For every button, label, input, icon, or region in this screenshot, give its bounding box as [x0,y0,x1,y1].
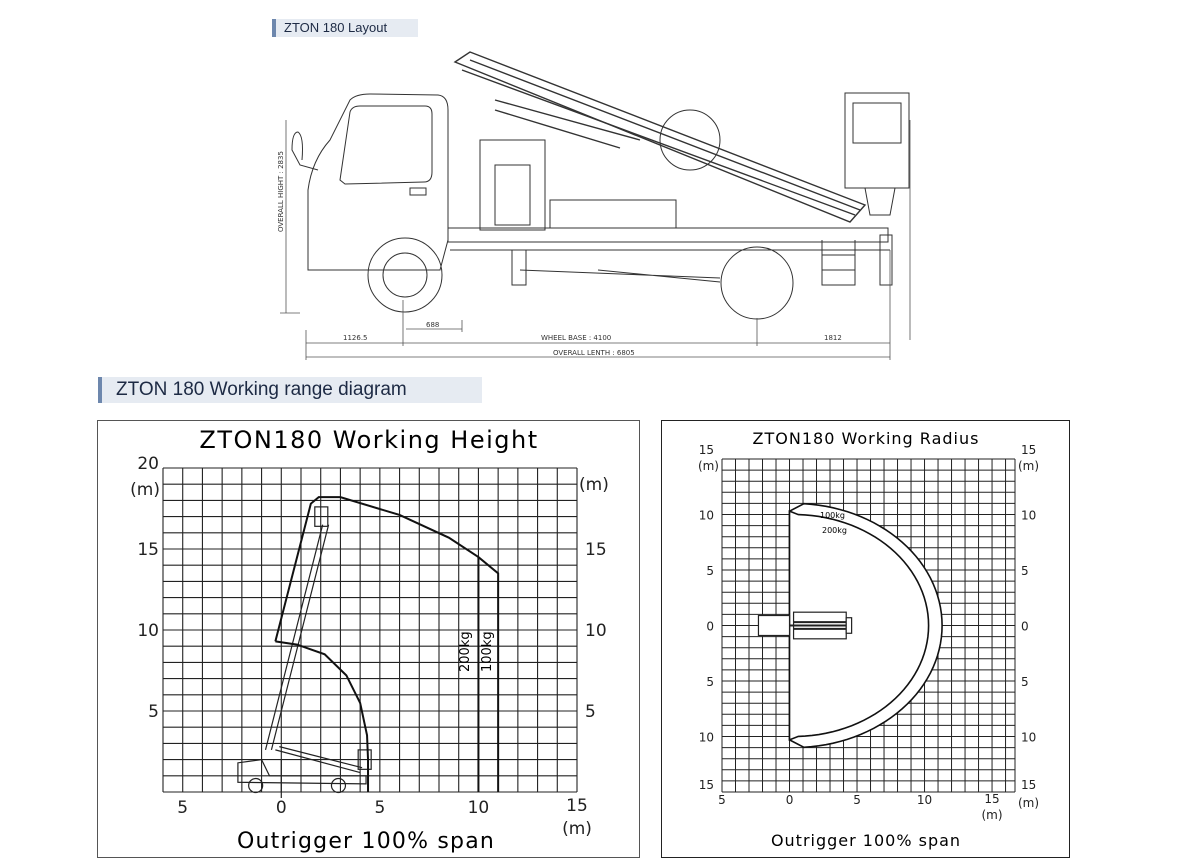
x-tick-label: 5 [853,793,861,807]
y-unit-label-left: (m) [130,480,160,500]
truck-layout-drawing: OVERALL HIGHT : 2835 1126.5 688 WHEEL BA… [277,51,911,360]
basket-mount [864,187,896,216]
raised-basket [314,506,329,527]
radius-label-100kg: 100kg [820,511,845,520]
height-grid [162,467,578,793]
truck-cab-top [757,614,791,637]
height-chart-title: ZTON180 Working Height [199,426,538,454]
front-wheel [367,237,443,313]
y-tick-label-right: 10 [1021,731,1036,745]
height-envelope [274,496,500,792]
height-ticks: 5 0 5 10 15 (m) 20 15 10 5 (m) 15 10 5 (m) [130,454,609,839]
front-outrigger [511,249,527,286]
y-tick-label-right: 0 [1021,620,1029,634]
envelope-inner-limit [275,640,370,792]
x-tick-label: 0 [276,798,287,818]
truck-body [237,758,367,785]
raised-boom [264,524,330,751]
truck-wheel [330,777,347,794]
radius-chart-title: ZTON180 Working Radius [753,429,980,448]
y-unit-label-right: (m) [1018,459,1039,473]
x-tick-label: 5 [374,798,385,818]
y-tick-label-right: 15 [1021,778,1036,792]
rear-outrigger [879,234,893,286]
overall-height-dim: OVERALL HIGHT : 2835 [277,151,285,232]
x-tick-label: 5 [177,798,188,818]
y-tick-label-left: 5 [706,564,714,578]
y-tick-label-left: 0 [706,620,714,634]
y-tick-label-left: 5 [148,702,159,722]
y-tick-label-left: 10 [137,621,159,641]
height-chart-xlabel: Outrigger 100% span [237,829,495,854]
rear-overhang-dim: 1812 [824,334,842,342]
y-tick-label-right: 15 [1021,443,1036,457]
turret-base [494,164,531,226]
boom-top [789,621,847,630]
x-tick-label: 0 [786,793,794,807]
y-unit-label-right: (m) [1018,796,1039,810]
overall-length-dim: OVERALL LENTH : 6805 [553,349,635,357]
y-tick-label-right: 10 [1021,509,1036,523]
working-radius-panel [661,420,1070,858]
x-unit-label: (m) [562,819,592,839]
envelope-200kg [788,510,930,741]
x-tick-label: 15 [566,796,588,816]
range-section-title: ZTON 180 Working range diagram [98,377,482,403]
envelope-100kg [274,496,500,792]
x-tick-label: 5 [718,793,726,807]
basket [844,92,910,189]
stowed-boom [275,746,363,774]
radius-truck-sketch [757,611,853,640]
working-height-chart: ZTON180 Working Height 200kg 100kg 5 0 5 10… [130,426,609,854]
layout-section-title: ZTON 180 Layout [272,19,418,37]
mirror [291,131,319,171]
boom [453,51,867,223]
y-unit-label-right: (m) [579,475,609,495]
rear-ladder [821,240,856,286]
cab-window [339,105,433,185]
y-tick-label-right: 5 [1021,564,1029,578]
working-radius-chart: ZTON180 Working Radius 100kg 200kg 5 0 5 10… [698,429,1039,850]
x-tick-label: 15 [984,792,999,806]
door-handle [409,187,427,196]
basket-panel [852,102,902,144]
height-label-100kg: 100kg [480,631,495,672]
y-tick-label-left: 15 [137,540,159,560]
front-overhang-dim: 1126.5 [343,334,368,342]
truck-cab [307,93,449,271]
radius-envelope [788,502,943,749]
y-tick-label-right: 5 [1021,675,1029,689]
y-tick-label-left: 15 [699,443,714,457]
wheel-base-dim: WHEEL BASE : 4100 [541,334,611,342]
y-tick-label-right: 5 [585,702,596,722]
tool-box [549,199,677,229]
y-tick-label-left: 10 [699,731,714,745]
x-unit-label: (m) [982,808,1003,822]
front-axle-offset-dim: 688 [426,321,439,329]
turret [479,139,546,231]
stowed-basket [357,749,372,770]
y-tick-label-left: 20 [137,454,159,474]
y-tick-label-left: 10 [699,509,714,523]
y-tick-label-right: 10 [585,621,607,641]
basket-top [845,617,853,634]
radius-ticks: 5 0 5 10 15 (m) 15 15 10 10 5 5 0 0 5 5 10 10 15 15 (m) (m) (m… [698,443,1039,822]
radius-chart-xlabel: Outrigger 100% span [771,831,961,850]
boom-pulley [659,109,721,171]
height-truck-sketch [237,506,372,798]
y-tick-label-left: 15 [699,778,714,792]
front-wheel-hub [382,252,428,298]
x-tick-label: 10 [468,798,490,818]
x-tick-label: 10 [917,793,932,807]
y-tick-label-right: 15 [585,540,607,560]
y-tick-label-left: 5 [706,675,714,689]
truck-wheel [248,777,264,794]
y-unit-label-left: (m) [698,459,719,473]
radius-label-200kg: 200kg [822,526,847,535]
dimension-lines [280,120,911,360]
height-label-200kg: 200kg [458,631,473,672]
